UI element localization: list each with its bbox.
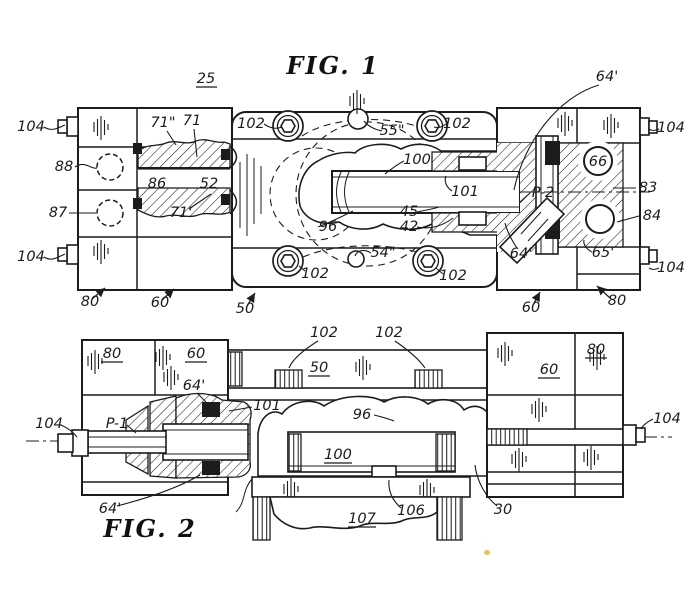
ref-P2: P-2 bbox=[532, 185, 554, 201]
ref-50: 50 bbox=[310, 360, 328, 376]
ref-52: 52 bbox=[200, 176, 218, 192]
socket-bolt-102-tl bbox=[272, 110, 304, 142]
fig1-bolts bbox=[272, 108, 448, 277]
ref-102-top-left: 102 bbox=[237, 116, 265, 132]
ref-100: 100 bbox=[403, 152, 431, 168]
ref-104-bottom-left: 104 bbox=[17, 249, 45, 265]
piston-rod-101 bbox=[331, 170, 521, 214]
socket-bolt-102-bl bbox=[272, 245, 304, 277]
ref-64-prime-top: 64' bbox=[183, 378, 205, 394]
piston-rod bbox=[87, 430, 167, 454]
right-top-plug bbox=[639, 117, 650, 136]
rail-bolt-102-left bbox=[274, 369, 303, 389]
fig2-reference-labels: FIG. 2 102 102 80 60 50 64' 60 80 104 P-… bbox=[35, 325, 681, 543]
dowel-55 bbox=[347, 108, 369, 130]
ref-96: 96 bbox=[319, 219, 337, 235]
ref-104-right: 104 bbox=[653, 411, 681, 427]
ref-71-prime: 71' bbox=[170, 205, 192, 221]
fig2-title: FIG. 2 bbox=[102, 514, 196, 543]
fig2-carriage-96 bbox=[257, 395, 505, 478]
ref-60-top-left: 60 bbox=[187, 346, 205, 362]
fig2-right-end-block bbox=[486, 332, 646, 498]
ref-102-bottom-left: 102 bbox=[301, 266, 329, 282]
rod-end-nib-104 bbox=[622, 424, 637, 446]
ref-100: 100 bbox=[324, 447, 352, 463]
ref-104-left: 104 bbox=[35, 416, 63, 432]
seal-64-upper bbox=[202, 402, 220, 417]
rail-bolt-102-right bbox=[414, 369, 443, 389]
ref-80-top-left: 80 bbox=[103, 346, 121, 362]
cylinder-bore bbox=[162, 423, 249, 461]
fig1-reference-labels: FIG. 1 25 104 88 87 104 71" 71 86 52 71'… bbox=[17, 51, 685, 317]
fig1-pointer-arrows bbox=[91, 285, 611, 307]
fig2-mounting-rail bbox=[227, 349, 491, 401]
fig1-drawing: FIG. 1 25 104 88 87 104 71" 71 86 52 71'… bbox=[17, 51, 685, 317]
fig2-underlines bbox=[101, 357, 607, 528]
ref-102-left: 102 bbox=[310, 325, 338, 341]
ref-50: 50 bbox=[236, 301, 254, 317]
ref-80-top-right: 80 bbox=[587, 342, 605, 358]
ref-104-top-right: 104 bbox=[657, 120, 685, 136]
fig2-base-107 bbox=[235, 476, 471, 541]
ref-42: 42 bbox=[400, 219, 418, 235]
ref-60-left: 60 bbox=[151, 295, 169, 311]
support-column-left bbox=[252, 496, 271, 541]
base-plate-107 bbox=[268, 496, 438, 530]
ref-88: 88 bbox=[55, 159, 73, 175]
fig1-leader-lines bbox=[43, 84, 660, 275]
port-87 bbox=[96, 199, 124, 227]
ref-45: 45 bbox=[400, 204, 418, 220]
ref-60-right: 60 bbox=[522, 300, 540, 316]
ref-65-prime: 65' bbox=[592, 245, 614, 261]
left-top-plug bbox=[66, 116, 79, 137]
ref-106: 106 bbox=[397, 503, 425, 519]
ref-101: 101 bbox=[253, 398, 281, 414]
fig1-title: FIG. 1 bbox=[285, 51, 379, 80]
seal-64-top bbox=[545, 141, 560, 165]
seal-64-lower bbox=[202, 461, 220, 475]
ref-P1: P-1 bbox=[106, 416, 128, 432]
fig2-drawing: FIG. 2 102 102 80 60 50 64' 60 80 104 P-… bbox=[26, 325, 681, 543]
ref-107: 107 bbox=[348, 511, 376, 527]
tab-106 bbox=[371, 465, 397, 478]
ref-102-bottom-right: 102 bbox=[439, 268, 467, 284]
fig2-leader-lines bbox=[60, 340, 654, 509]
left-bottom-plug bbox=[66, 244, 79, 265]
ref-64-prime-mid: 64' bbox=[510, 246, 532, 262]
ref-66: 66 bbox=[589, 154, 607, 170]
ref-80-right: 80 bbox=[608, 293, 626, 309]
right-bottom-plug bbox=[639, 246, 650, 265]
ref-71: 71 bbox=[183, 113, 201, 129]
fig1-right-gland-assembly bbox=[497, 117, 658, 265]
ref-54-dblprime: 54" bbox=[370, 245, 395, 261]
ref-84: 84 bbox=[643, 208, 661, 224]
support-column-right bbox=[436, 496, 463, 541]
ref-55-dblprime: 55" bbox=[379, 123, 404, 139]
ref-83: 83 bbox=[639, 180, 657, 196]
ref-102-right: 102 bbox=[375, 325, 403, 341]
port-88 bbox=[96, 153, 124, 181]
ref-80-left: 80 bbox=[81, 294, 99, 310]
ref-86: 86 bbox=[148, 176, 166, 192]
ref-104-top-left: 104 bbox=[17, 119, 45, 135]
ref-104-bottom-right: 104 bbox=[657, 260, 685, 276]
dowel-54 bbox=[347, 250, 365, 268]
stray-yellow-mark bbox=[484, 550, 490, 555]
fig1-seal-cartridge bbox=[133, 139, 238, 218]
port-66 bbox=[583, 146, 613, 176]
ref-64-prime-top: 64' bbox=[596, 69, 618, 85]
ref-101: 101 bbox=[451, 184, 479, 200]
ref-96: 96 bbox=[353, 407, 371, 423]
fig2-piston-gland-P1 bbox=[57, 392, 252, 479]
port-84 bbox=[585, 204, 615, 234]
ref-71-dblprime: 71" bbox=[150, 115, 175, 131]
ref-102-top-right: 102 bbox=[443, 116, 471, 132]
ref-25: 25 bbox=[197, 71, 215, 87]
ref-30: 30 bbox=[494, 502, 512, 518]
ref-64-prime-bottom: 64' bbox=[99, 501, 121, 517]
ref-60-top-right: 60 bbox=[540, 362, 558, 378]
ref-87: 87 bbox=[49, 205, 68, 221]
